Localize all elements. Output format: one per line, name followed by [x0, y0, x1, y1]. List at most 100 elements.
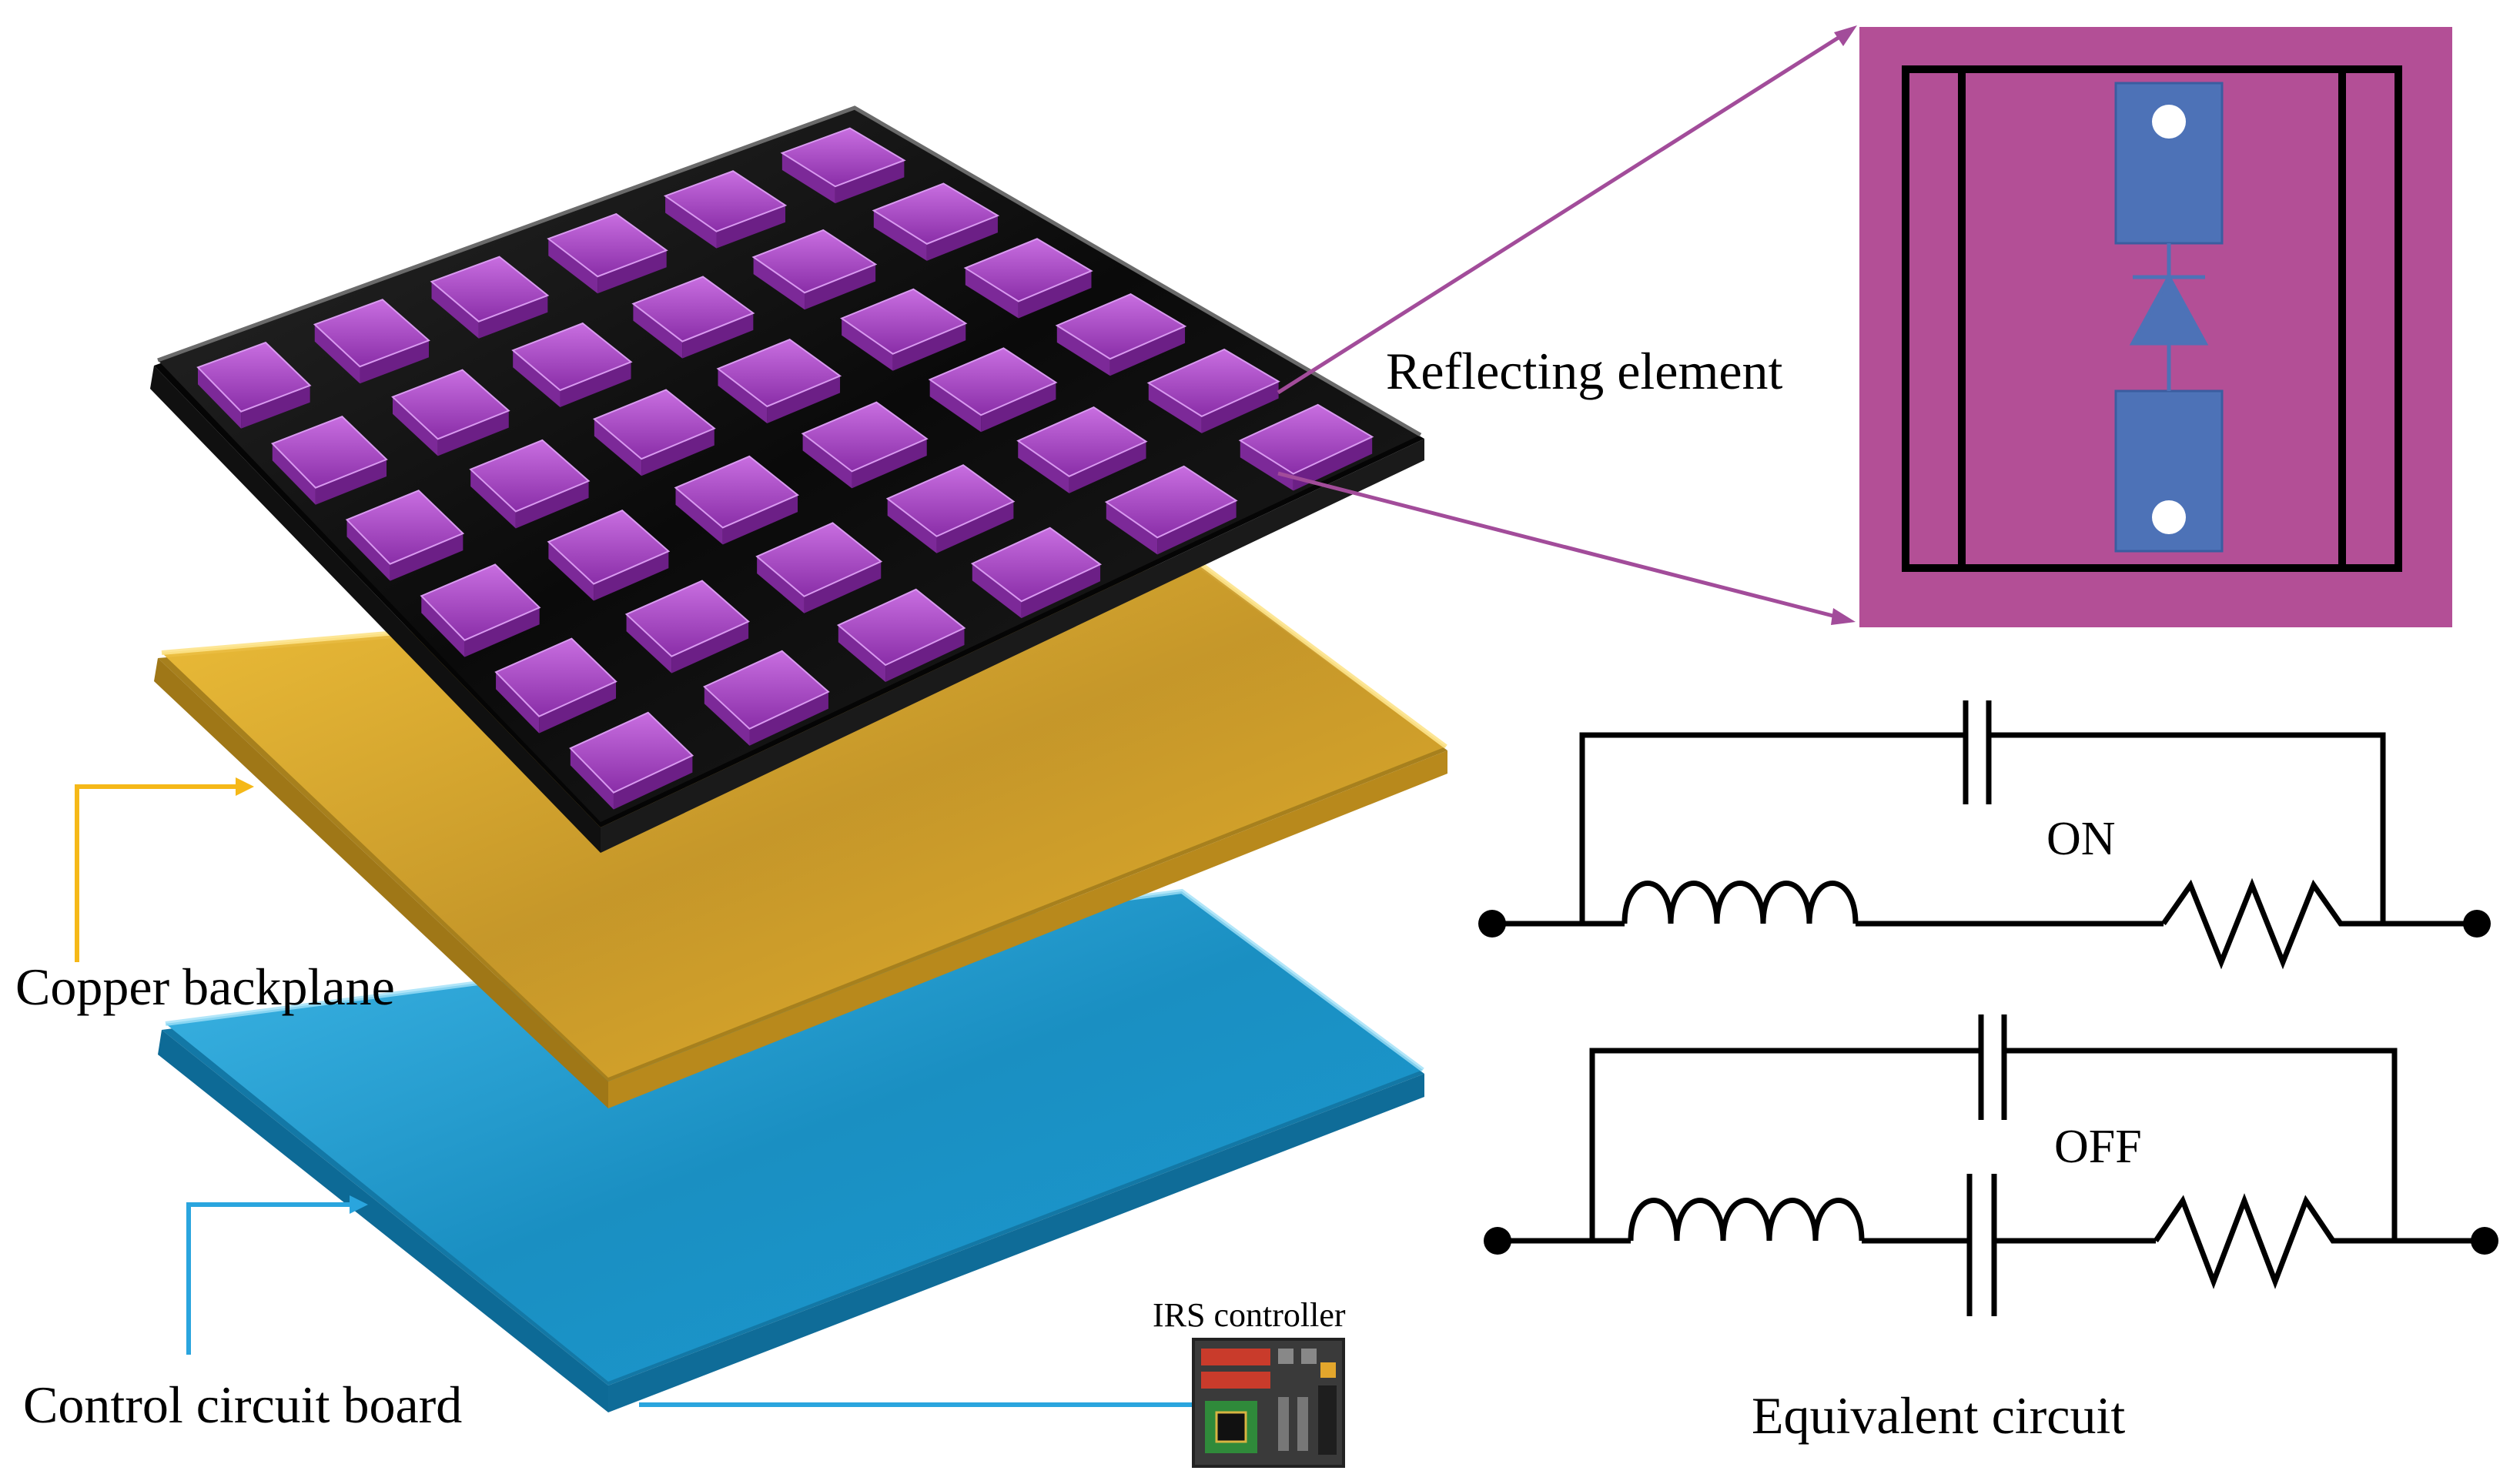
reflecting-element-side [885, 627, 965, 682]
reflecting-element-side [197, 367, 242, 429]
reflecting-element-side [437, 410, 509, 456]
reflecting-element [872, 182, 1000, 245]
reflecting-element-side [929, 379, 982, 433]
reflecting-element-side [838, 625, 886, 682]
reflecting-element-side [464, 607, 540, 657]
reflecting-element-side [835, 160, 905, 204]
control-circuit-board-label: Control circuit board [23, 1375, 462, 1434]
reflecting-element-side [633, 303, 683, 359]
reflecting-element-label: Reflecting element [1386, 342, 1783, 400]
reflecting-element-side [671, 621, 749, 673]
reflecting-element-side [682, 313, 754, 359]
reflecting-element-side [781, 152, 835, 204]
reflecting-element-side [597, 250, 667, 294]
reflecting-element [703, 650, 830, 730]
reflecting-element [430, 256, 550, 323]
reflecting-element-side [470, 469, 516, 529]
reflecting-element [755, 522, 883, 597]
reflecting-element [547, 212, 668, 278]
reflecting-element-side [1018, 440, 1069, 493]
reflecting-element-side [560, 362, 631, 407]
reflecting-element-side [539, 681, 617, 734]
reflecting-element [716, 338, 842, 408]
metasurface-layer [150, 105, 1424, 853]
reflecting-element [592, 389, 716, 460]
reflecting-element [569, 711, 694, 794]
zoom-lines [1277, 25, 1857, 625]
reflecting-element-side [1069, 441, 1146, 493]
reflecting-element-side [722, 495, 798, 545]
equivalent-circuit-off [1484, 1014, 2498, 1316]
reflecting-element-side [892, 323, 966, 371]
reflecting-element-side [1109, 326, 1186, 376]
reflecting-element-side [431, 281, 479, 339]
reflecting-element-side [421, 596, 465, 657]
reflecting-element-side [1056, 325, 1110, 376]
reflecting-element [885, 464, 1016, 537]
reflecting-element-array [196, 127, 1374, 810]
reflecting-element-side [1201, 381, 1279, 433]
reflecting-element [391, 369, 510, 440]
reflecting-element-side [804, 561, 882, 613]
resistor-icon [2154, 1193, 2395, 1289]
reflecting-element-side [1106, 502, 1158, 555]
reflecting-element-side [965, 268, 1019, 319]
reflecting-element [970, 526, 1103, 603]
reflecting-element-side [665, 196, 717, 249]
inductor-icon [1628, 1198, 1865, 1242]
reflecting-element-side [716, 205, 786, 249]
control-board-arrow [186, 1195, 368, 1355]
reflecting-element-side [842, 318, 893, 371]
reflecting-element-side [1148, 383, 1202, 433]
reflecting-element-side [1240, 440, 1293, 491]
reflecting-element-side [704, 687, 750, 746]
reflecting-element [780, 127, 906, 188]
reflecting-element [663, 170, 788, 232]
reflecting-element-side [360, 340, 429, 384]
reflecting-element-side [346, 520, 390, 581]
reflecting-element-side [548, 239, 598, 294]
reflecting-element-side [718, 369, 768, 423]
reflecting-element-side [513, 350, 561, 407]
reflecting-element-side [613, 755, 693, 810]
reflecting-element-side [749, 691, 828, 746]
reflecting-element-side [981, 382, 1056, 433]
pin-diode-icon [2129, 243, 2209, 391]
inductor-icon [1621, 881, 1859, 924]
reflecting-element-side [272, 443, 316, 505]
equivalent-circuit-label: Equivalent circuit [1752, 1386, 2125, 1445]
reflecting-element-side [392, 396, 438, 456]
reflecting-element-side [873, 210, 927, 261]
copper-backplane-arrow [75, 777, 254, 962]
reflecting-element [196, 341, 312, 413]
reflecting-element-side [315, 459, 387, 505]
reflecting-element-side [753, 257, 805, 310]
reflecting-element-side [496, 672, 540, 734]
reflecting-element [1055, 293, 1187, 360]
reflecting-element [801, 401, 929, 473]
reflecting-element-side [972, 563, 1022, 619]
reflecting-element-side [515, 480, 589, 529]
reflecting-element-side [852, 438, 927, 489]
reflecting-element [420, 563, 541, 641]
reflecting-element-side [926, 216, 998, 261]
reflecting-element-side [805, 264, 876, 310]
reflecting-element [270, 416, 388, 489]
reflecting-element [963, 238, 1093, 302]
reflecting-element-side [241, 385, 310, 429]
reflecting-element [836, 588, 966, 667]
reflecting-element [928, 347, 1058, 416]
reflecting-element [547, 510, 671, 585]
on-state-label: ON [2046, 813, 2116, 865]
reflecting-element [631, 276, 755, 343]
resistor-icon [2161, 877, 2383, 970]
reflecting-element [1146, 348, 1280, 418]
off-state-label: OFF [2054, 1121, 2142, 1173]
reflecting-element-side [390, 533, 464, 581]
reflecting-element-side [1157, 500, 1237, 555]
reflecting-element [840, 288, 968, 355]
reflecting-element-side [887, 498, 937, 553]
reflecting-element [1104, 465, 1238, 539]
reflecting-element [494, 637, 617, 717]
irs-controller-chip [1192, 1338, 1345, 1468]
